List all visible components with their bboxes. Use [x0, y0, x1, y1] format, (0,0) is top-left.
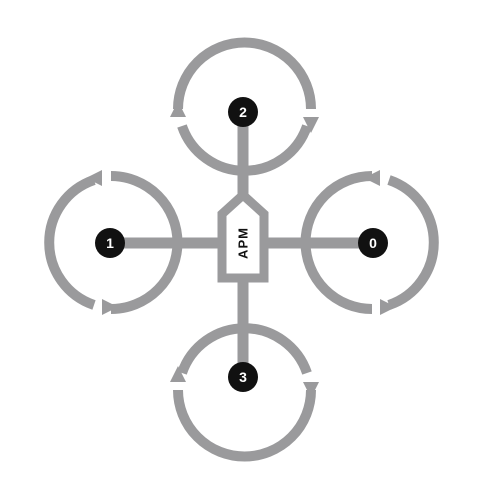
rotor-ring-0	[300, 171, 439, 314]
motor-badge-2: 2	[228, 97, 258, 127]
controller-housing	[217, 188, 269, 283]
arrow-icon	[303, 382, 319, 398]
motor-badge-3: 3	[228, 362, 258, 392]
arrow-icon	[364, 170, 380, 186]
rotor-ring-2	[173, 37, 316, 176]
arrow-icon	[86, 170, 102, 186]
arrow-icon	[170, 101, 186, 117]
rotation-arrows	[86, 101, 396, 398]
controller-board: APM	[217, 188, 269, 283]
rotor-ring-3	[173, 323, 316, 462]
rotor-ring-1	[44, 171, 183, 314]
motor-badge-1: 1	[95, 228, 125, 258]
motor-label-0: 0	[369, 235, 377, 251]
arrow-icon	[380, 299, 396, 315]
arrow-icon	[102, 299, 118, 315]
motor-label-2: 2	[239, 104, 247, 120]
controller-label: APM	[236, 227, 251, 259]
arrow-icon	[303, 117, 319, 133]
motor-label-1: 1	[106, 235, 114, 251]
rotor-rings	[44, 37, 439, 462]
motor-badges: 0 1 2 3	[95, 97, 388, 392]
motor-label-3: 3	[239, 369, 247, 385]
arrow-icon	[170, 366, 186, 382]
motor-badge-0: 0	[358, 228, 388, 258]
